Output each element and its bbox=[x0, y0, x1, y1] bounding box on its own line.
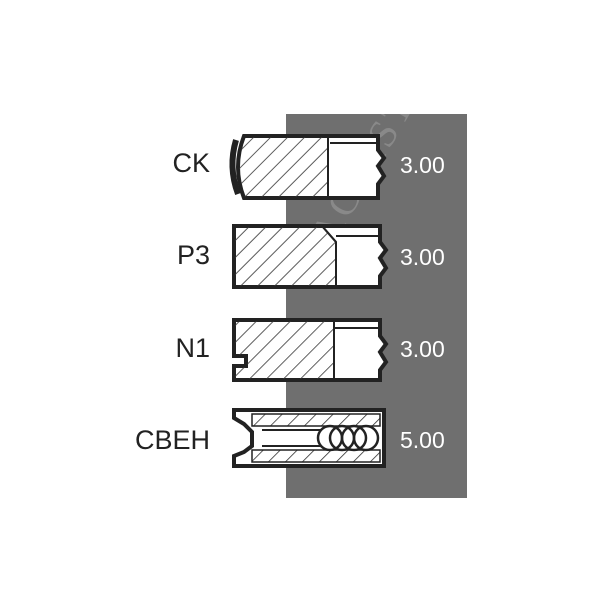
ring-label-n1: N1 bbox=[175, 333, 210, 363]
ring-profile-ck bbox=[229, 134, 387, 200]
ring-profile-n1 bbox=[232, 318, 389, 382]
ring-profile-p3 bbox=[232, 224, 389, 289]
ring-label-ck: CK bbox=[172, 148, 210, 178]
ring-value-n1: 3.00 bbox=[400, 336, 445, 362]
ring-profile-cbeh bbox=[232, 408, 386, 468]
ring-label-cbeh: CBEH bbox=[134, 425, 210, 455]
ring-value-ck: 3.00 bbox=[400, 152, 445, 178]
ring-value-p3: 3.00 bbox=[400, 244, 445, 270]
ring-label-p3: P3 bbox=[176, 240, 210, 270]
ring-value-cbeh: 5.00 bbox=[400, 427, 445, 453]
